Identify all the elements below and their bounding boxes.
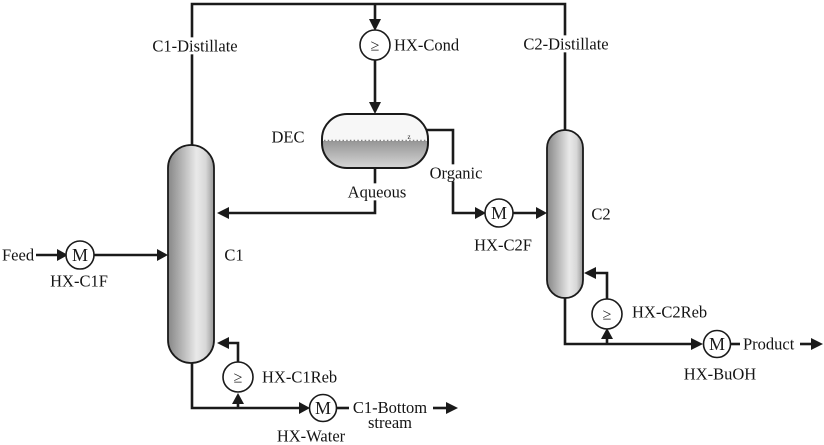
- equipment-label-c1: C1: [224, 245, 244, 265]
- stream-label-c1-bottom: C1-Bottom stream: [352, 398, 428, 432]
- column-c1: [167, 144, 215, 364]
- hx-c1reb-symbol: ≥: [222, 361, 254, 393]
- equipment-label-dec: DEC: [271, 127, 305, 147]
- aqueous-recycle-line: [229, 167, 377, 215]
- arrow-into-hx-buoh: [691, 338, 703, 350]
- decanter-vessel: z: [321, 113, 429, 169]
- c2-reboiler-return: [596, 271, 609, 299]
- equipment-label-hx-cond: HX-Cond: [394, 35, 460, 55]
- arrow-into-c2: [536, 207, 547, 219]
- arrow-into-decanter: [369, 102, 381, 114]
- stream-label-c1-bottom-line1: C1-Bottom: [352, 398, 428, 417]
- stream-label-c2-distillate: C2-Distillate: [520, 35, 612, 53]
- arrow-feed-into-hx-c1f: [57, 249, 68, 261]
- arrow-into-condenser: [369, 19, 381, 31]
- hx-buoh-symbol: M: [702, 329, 732, 359]
- equipment-label-hx-c1f: HX-C1F: [50, 271, 108, 291]
- stream-label-feed: Feed: [2, 245, 35, 265]
- stream-label-product: Product: [743, 334, 795, 354]
- interface-level-mark: z: [407, 133, 410, 141]
- arrow-into-hx-c1reb: [232, 393, 244, 404]
- arrow-product-out: [811, 338, 823, 350]
- arrow-reboil-into-c1: [217, 337, 229, 349]
- c2-bottoms-line: [563, 298, 691, 346]
- equipment-label-hx-c1reb: HX-C1Reb: [262, 367, 338, 387]
- c1-bottoms-line: [190, 362, 299, 410]
- m-exchanger-icon: M: [491, 203, 507, 223]
- hx-c2reb-symbol: ≥: [591, 298, 623, 330]
- decanter-organic-phase: [322, 114, 428, 141]
- column-c2: [546, 129, 584, 299]
- hx-c1f-symbol: M: [65, 240, 95, 270]
- distillate-header-line: [190, 2, 567, 150]
- coil-icon: ≥: [603, 307, 612, 324]
- arrow-into-c1-feed: [157, 249, 168, 261]
- decanter-outline: [321, 113, 429, 169]
- exchangers: ≥ M M ≥ M ≥ M: [65, 29, 732, 423]
- equipment-label-hx-water: HX-Water: [276, 426, 346, 445]
- arrow-reboil-into-c2: [584, 267, 596, 279]
- arrow-into-hx-water: [299, 402, 310, 414]
- hx-cond-symbol: ≥: [359, 29, 391, 61]
- arrow-c1-bottom-out: [446, 402, 458, 414]
- equipment-label-hx-c2reb: HX-C2Reb: [632, 302, 708, 322]
- m-exchanger-icon: M: [315, 398, 331, 418]
- stream-label-c1-bottom-line2: stream: [368, 413, 412, 432]
- arrowheads: [57, 19, 823, 414]
- arrow-into-hx-c2f: [475, 207, 486, 219]
- coil-icon: ≥: [234, 370, 243, 387]
- m-exchanger-icon: M: [709, 334, 725, 354]
- arrow-aqueous-into-c1: [217, 207, 229, 219]
- stream-label-aqueous: Aqueous: [344, 183, 410, 201]
- arrow-into-hx-c2reb: [601, 328, 613, 339]
- stream-label-c1-distillate: C1-Distillate: [149, 37, 241, 55]
- stream-label-organic: Organic: [426, 164, 486, 182]
- coil-icon: ≥: [371, 38, 380, 55]
- equipment-label-hx-c2f: HX-C2F: [474, 235, 532, 255]
- equipment-label-c2: C2: [591, 204, 611, 224]
- m-exchanger-icon: M: [72, 245, 88, 265]
- equipment-label-hx-buoh: HX-BuOH: [683, 364, 757, 384]
- c1-reboiler-return: [229, 341, 240, 363]
- hx-c2f-symbol: M: [484, 198, 514, 228]
- decanter-aqueous-phase: [322, 141, 428, 168]
- hx-water-symbol: M: [308, 393, 338, 423]
